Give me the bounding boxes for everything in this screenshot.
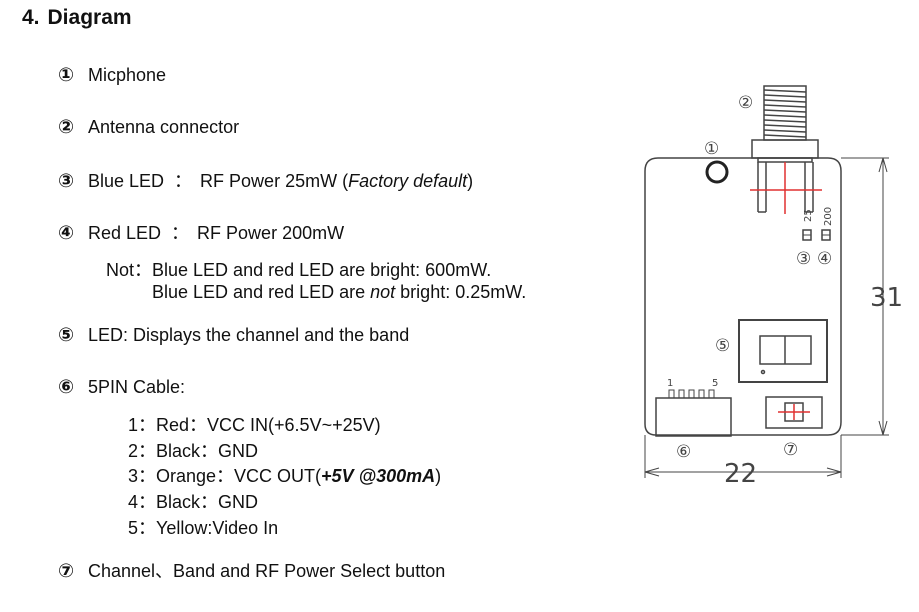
item-antenna-connector: ② Antenna connector [58,116,239,139]
callout-6: ⑥ [676,442,691,462]
antenna-connector-icon [750,85,822,214]
pin-label-1: 1 [667,378,673,389]
callout-4: ④ [817,249,832,269]
note-text: Blue LED and red LED are [152,282,371,302]
height-value: 31 [870,283,903,313]
width-value: 22 [724,459,757,489]
item-marker: ① [58,65,75,86]
item-marker: ② [58,117,75,138]
item-5pin-cable: ⑥ 5PIN Cable: [58,376,185,399]
item-label: Blue LED [88,171,165,191]
led-display-icon [738,319,828,383]
callout-3: ③ [796,249,811,269]
pin-row-4: 4：Black：GND [128,488,258,514]
pin-text-after: ) [435,466,442,486]
item-select-button: ⑦ Channel、Band and RF Power Select button [58,557,445,583]
callout-7: ⑦ [783,440,798,460]
item-text: LED: Displays the channel and the band [88,325,410,345]
led-label-200: 200 [823,207,834,226]
note-line-2: Blue LED and red LED are not bright: 0.2… [152,282,526,303]
item-led-display: ⑤ LED: Displays the channel and the band [58,324,409,347]
section-title: Diagram [47,6,132,29]
pin-text: 5：Yellow:Video In [128,518,279,538]
item-text: Antenna connector [88,117,240,137]
microphone-icon [705,160,729,184]
callout-2: ② [738,93,753,113]
pin-label-5: 5 [712,378,718,389]
pin-connector-icon [655,389,732,437]
item-text: Channel、Band and RF Power Select button [88,561,446,581]
item-red-led: ④ Red LED ： RF Power 200mW [58,219,344,245]
note-text: Blue LED and red LED are bright: 600mW. [152,260,492,280]
select-button-icon [765,396,823,429]
item-colon: ： [174,171,193,191]
item-value: RF Power 200mW [197,223,345,243]
item-text: Micphone [88,65,167,85]
pin-row-2: 2：Black：GND [128,437,258,463]
pin-row-3: 3：Orange：VCC OUT(+5V @300mA) [128,462,441,488]
callout-1: ① [704,139,719,159]
section-heading: 4. Diagram [22,6,132,30]
item-label: Red LED [88,223,162,243]
item-blue-led: ③ Blue LED ： RF Power 25mW (Factory default… [58,167,473,193]
note-emphasis: not [370,282,396,302]
height-dimension [841,157,889,436]
pin-text: 3：Orange：VCC OUT( [128,466,322,486]
item-marker: ④ [58,223,75,244]
pin-row-1: 1：Red：VCC IN(+6.5V~+25V) [128,411,381,437]
item-emphasis: Factory default [348,171,468,191]
callout-5: ⑤ [715,336,730,356]
item-text: 5PIN Cable: [88,377,186,397]
note-text-after: bright: 0.25mW. [395,282,527,302]
pin-row-5: 5：Yellow:Video In [128,514,278,540]
board-outline [644,157,842,436]
pin-text: 2：Black：GND [128,441,259,461]
led-label-25: 25 [803,209,814,222]
item-colon: ： [171,223,190,243]
item-microphone: ① Micphone [58,64,166,87]
note-prefix: Not： [106,260,153,280]
item-marker: ③ [58,171,75,192]
item-after: ) [467,171,474,191]
note-line-1: Not：Blue LED and red LED are bright: 600… [106,256,491,282]
pin-text: 1：Red：VCC IN(+6.5V~+25V) [128,415,381,435]
item-marker: ⑥ [58,377,75,398]
width-dimension [644,435,842,478]
section-number: 4. [22,6,40,29]
pin-text: 4：Black：GND [128,492,259,512]
pin-emphasis: +5V @300mA [321,466,436,486]
item-marker: ⑤ [58,325,75,346]
item-value: RF Power 25mW ( [200,171,349,191]
item-marker: ⑦ [58,561,75,582]
